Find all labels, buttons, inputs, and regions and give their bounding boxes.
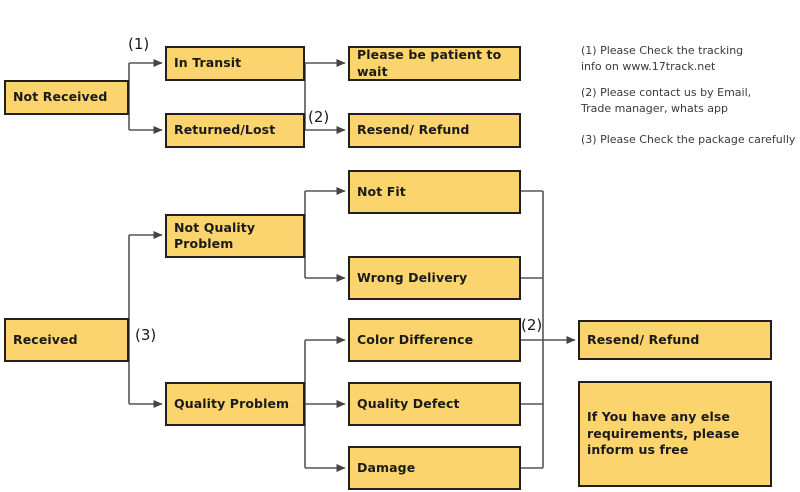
edge-label-ref3-received: (3) bbox=[135, 326, 156, 344]
node-in-transit[interactable]: In Transit bbox=[165, 46, 305, 81]
node-not-fit-label: Not Fit bbox=[357, 183, 406, 199]
node-received[interactable]: Received bbox=[4, 318, 129, 362]
node-not-received[interactable]: Not Received bbox=[4, 80, 129, 115]
node-returned-lost-label: Returned/Lost bbox=[174, 122, 276, 138]
node-quality-defect-label: Quality Defect bbox=[357, 395, 460, 411]
node-any-else-requirements[interactable]: If You have any else requirements, pleas… bbox=[578, 381, 772, 487]
legend-note-2: (2) Please contact us by Email, Trade ma… bbox=[581, 69, 796, 117]
edge-label-ref2-bottom-text: (2) bbox=[521, 316, 543, 334]
node-color-difference[interactable]: Color Difference bbox=[348, 318, 521, 362]
node-resend-refund-top[interactable]: Resend/ Refund bbox=[348, 113, 521, 148]
node-quality-problem[interactable]: Quality Problem bbox=[165, 382, 305, 426]
node-quality-defect[interactable]: Quality Defect bbox=[348, 382, 521, 426]
edge-label-ref3-received-text: (3) bbox=[135, 326, 157, 344]
legend-note-2-text: (2) Please contact us by Email, Trade ma… bbox=[581, 85, 752, 115]
edge-label-ref2-top: (2) bbox=[308, 108, 329, 126]
node-please-be-patient-label: Please be patient to wait bbox=[357, 47, 502, 79]
edge-label-ref1-top: (1) bbox=[128, 35, 149, 53]
node-please-be-patient[interactable]: Please be patient to wait bbox=[348, 46, 521, 81]
legend-note-3: (3) Please Check the package carefully bbox=[581, 116, 796, 148]
node-received-label: Received bbox=[13, 331, 78, 347]
node-damage[interactable]: Damage bbox=[348, 446, 521, 490]
node-not-quality-problem[interactable]: Not Quality Problem bbox=[165, 214, 305, 258]
node-any-else-requirements-label: If You have any else requirements, pleas… bbox=[587, 409, 740, 458]
legend-note-1: (1) Please Check the tracking info on ww… bbox=[581, 27, 796, 75]
node-not-quality-problem-label: Not Quality Problem bbox=[174, 219, 256, 252]
node-returned-lost[interactable]: Returned/Lost bbox=[165, 113, 305, 148]
node-wrong-delivery[interactable]: Wrong Delivery bbox=[348, 256, 521, 300]
edge-label-ref2-bottom: (2) bbox=[521, 316, 542, 334]
node-quality-problem-label: Quality Problem bbox=[174, 395, 290, 411]
node-resend-refund-bottom-label: Resend/ Refund bbox=[587, 331, 700, 347]
edge-label-ref1-top-text: (1) bbox=[128, 35, 150, 53]
node-not-fit[interactable]: Not Fit bbox=[348, 170, 521, 214]
node-not-received-label: Not Received bbox=[13, 89, 108, 105]
legend-note-1-text: (1) Please Check the tracking info on ww… bbox=[581, 43, 744, 73]
edge-label-ref2-top-text: (2) bbox=[308, 108, 330, 126]
node-color-difference-label: Color Difference bbox=[357, 331, 474, 347]
node-resend-refund-bottom[interactable]: Resend/ Refund bbox=[578, 320, 772, 360]
legend-note-3-text: (3) Please Check the package carefully bbox=[581, 132, 796, 146]
node-in-transit-label: In Transit bbox=[174, 55, 242, 71]
node-wrong-delivery-label: Wrong Delivery bbox=[357, 269, 468, 285]
node-resend-refund-top-label: Resend/ Refund bbox=[357, 122, 470, 138]
node-damage-label: Damage bbox=[357, 459, 416, 475]
